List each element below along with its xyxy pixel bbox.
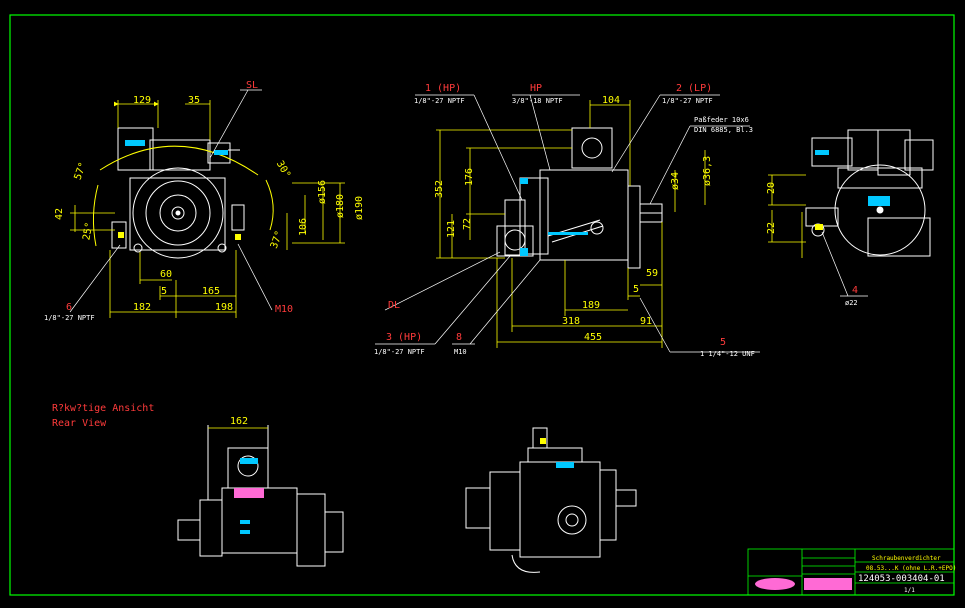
label-port-5-thread: 1 1/4"-12 UNF — [700, 350, 755, 358]
title-block — [747, 548, 955, 596]
label-port-hp-thread: 3/8"-18 NPTF — [512, 97, 563, 105]
sheet-number: 1/1 — [904, 587, 915, 594]
dim-front-30: 30° — [274, 159, 293, 180]
right-view-components — [815, 150, 890, 230]
label-key-2: DIN 6885, Bl.3 — [694, 126, 753, 134]
label-port-1-thread: 1/8"-27 NPTF — [414, 97, 465, 105]
front-view-leaders — [69, 89, 273, 313]
label-port-6: 6 — [66, 302, 72, 313]
bottom-left-view — [177, 425, 344, 567]
dim-front-106: 106 — [298, 218, 309, 236]
title-block-logo — [755, 578, 852, 590]
label-port-2-lp: 2 (LP) — [676, 83, 712, 94]
dim-side-189: 189 — [582, 300, 600, 311]
label-port-8: 8 — [456, 332, 462, 343]
label-dl: DL — [388, 300, 400, 311]
dim-front-190: ø190 — [354, 196, 365, 220]
label-port-5: 5 — [720, 337, 726, 348]
dim-side-318: 318 — [562, 316, 580, 327]
rear-view-label-en: Rear View — [52, 418, 107, 429]
label-port-8-thread: M10 — [454, 348, 467, 356]
dim-front-198: 198 — [215, 302, 233, 313]
side-view-leaders — [375, 94, 760, 353]
dim-side-176: 176 — [464, 168, 475, 186]
bottom-center-view — [465, 427, 637, 573]
dim-right-20: 20 — [766, 182, 777, 194]
dim-front-25: 25° — [81, 221, 95, 241]
label-port-3-thread: 1/8"-27 NPTF — [374, 348, 425, 356]
dim-side-104: 104 — [602, 95, 620, 106]
label-port-1-hp: 1 (HP) — [425, 83, 461, 94]
front-view-components — [118, 140, 241, 240]
bottom-left-view-components — [234, 458, 264, 534]
label-port-4: 4 — [852, 285, 858, 296]
side-view-components — [520, 178, 588, 256]
dim-bottom-162: 162 — [230, 416, 248, 427]
right-view-dim-lines — [768, 174, 806, 258]
side-view-dim-lines — [436, 100, 706, 348]
dim-right-22: 22 — [766, 222, 777, 234]
right-view — [805, 129, 934, 257]
dim-front-5: 5 — [161, 286, 167, 297]
label-port-3-hp: 3 (HP) — [386, 332, 422, 343]
front-view-dim-lines — [70, 100, 345, 318]
label-port-6-thread: 1/8"-27 NPTF — [44, 314, 95, 322]
label-dia-22: ø22 — [845, 299, 858, 307]
title-line-1: Schraubenverdichter — [872, 555, 941, 562]
side-view — [496, 127, 663, 269]
dim-front-37: 37° — [269, 229, 286, 250]
dim-side-5: 5 — [633, 284, 639, 295]
front-view — [92, 127, 274, 259]
dim-front-60: 60 — [160, 269, 172, 280]
dim-side-121: 121 — [446, 220, 457, 238]
dim-front-35: 35 — [188, 95, 200, 106]
label-m10: M10 — [275, 304, 293, 315]
right-view-leaders — [821, 231, 868, 297]
dim-side-34: ø34 — [670, 172, 681, 190]
dim-side-91: 91 — [640, 316, 652, 327]
dim-front-180: ø180 — [335, 194, 346, 218]
label-sl: SL — [246, 80, 258, 91]
dim-front-57: 57° — [73, 161, 90, 182]
dim-side-455: 455 — [584, 332, 602, 343]
dim-front-129: 129 — [133, 95, 151, 106]
dim-side-59: 59 — [646, 268, 658, 279]
dim-front-156: ø156 — [317, 180, 328, 204]
label-port-hp: HP — [530, 83, 542, 94]
dim-front-182: 182 — [133, 302, 151, 313]
label-key-1: Paßfeder 10x6 — [694, 116, 749, 124]
dim-side-363: ø36,3 — [702, 156, 713, 186]
drawing-number: 124053-003404-01 — [858, 574, 945, 584]
drawing-frame — [9, 14, 955, 596]
dim-front-165: 165 — [202, 286, 220, 297]
dim-front-42: 42 — [54, 208, 65, 220]
rear-view-label-de: R?kw?tige Ansicht — [52, 403, 154, 414]
dim-side-72: 72 — [462, 218, 473, 230]
title-line-2: 08.53...K (ohne L.R.+EPO) — [866, 565, 956, 572]
bottom-center-view-components — [540, 438, 574, 468]
dim-side-352: 352 — [434, 180, 445, 198]
label-port-2-thread: 1/8"-27 NPTF — [662, 97, 713, 105]
